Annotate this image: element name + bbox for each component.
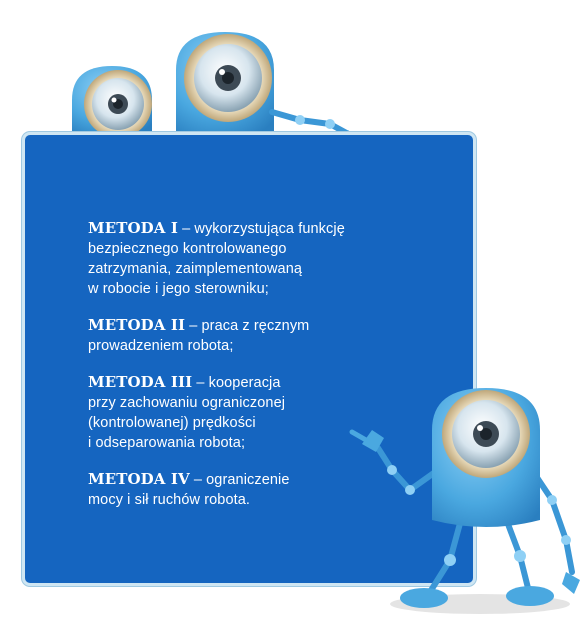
method-line: bezpiecznego kontrolowanego (88, 241, 287, 257)
method-description: – wykorzystująca funkcję (177, 221, 345, 237)
method-description: – praca z ręcznym (185, 318, 310, 334)
info-board (22, 132, 476, 586)
method-description: – kooperacja (192, 375, 281, 391)
method-name: METODA III (88, 373, 193, 391)
method-line: (kontrolowanej) prędkości (88, 415, 256, 431)
method-line: mocy i sił ruchów robota. (88, 492, 251, 508)
method-line: prowadzeniem robota; (88, 338, 234, 354)
robot-walking-icon (349, 388, 580, 614)
method-line: i odseparowania robota; (88, 435, 246, 451)
method-item-2: METODA II – praca z ręcznym prowadzeniem… (88, 315, 408, 356)
method-line: zatrzymania, zaimplementowaną (88, 261, 303, 277)
method-item-1: METODA I – wykorzystująca funkcję bezpie… (88, 218, 408, 299)
robot-large-icon (176, 32, 360, 158)
method-item-4: METODA IV – ograniczenie mocy i sił ruch… (88, 469, 408, 510)
robot-small-icon (72, 66, 152, 138)
method-item-3: METODA III – kooperacja przy zachowaniu … (88, 372, 408, 453)
methods-list: METODA I – wykorzystująca funkcję bezpie… (88, 218, 408, 526)
method-line: w robocie i jego sterowniku; (88, 281, 269, 297)
method-line: przy zachowaniu ograniczonej (88, 395, 286, 411)
method-name: METODA I (88, 219, 178, 237)
method-name: METODA II (88, 316, 186, 334)
method-name: METODA IV (88, 470, 190, 488)
method-description: – ograniczenie (189, 472, 290, 488)
